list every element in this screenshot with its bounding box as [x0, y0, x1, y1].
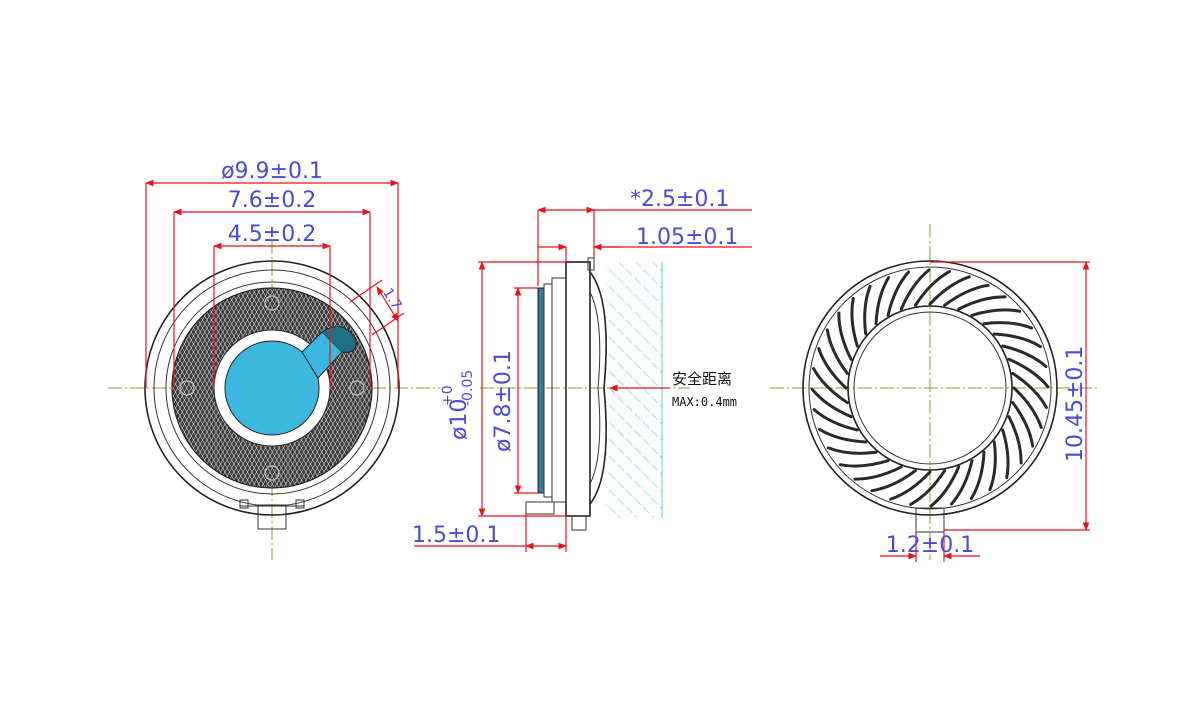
side-frame: [565, 261, 591, 517]
back-vane: [886, 270, 910, 317]
back-vane: [870, 469, 917, 493]
back-vane: [810, 387, 853, 419]
back-vane: [982, 321, 1034, 330]
svg-text:+0: +0: [440, 385, 456, 406]
back-vane: [969, 450, 986, 500]
back-vanes: [810, 268, 1050, 508]
front-terminal: [257, 504, 287, 530]
back-vane: [1011, 401, 1035, 448]
back-vane: [950, 459, 974, 506]
back-vane: [928, 275, 971, 306]
back-vane: [992, 332, 1042, 349]
back-vane: [838, 459, 890, 468]
back-vane: [957, 295, 1007, 311]
back-vane: [826, 446, 878, 455]
side-safety-max: MAX:0.4mm: [672, 395, 737, 409]
front-width-label: 7.6±0.2: [228, 188, 316, 213]
back-vane: [853, 465, 903, 481]
back-vane: [970, 308, 1022, 317]
back-vane: [818, 427, 868, 444]
front-outer-ring: [144, 260, 400, 516]
back-vane: [812, 367, 849, 405]
back-overall-height-label: 10.45±0.1: [1063, 346, 1088, 462]
back-vane: [1011, 371, 1048, 409]
side-terminal-offset-label: 1.5±0.1: [412, 523, 500, 548]
front-outer-diameter-label: ø9.9±0.1: [221, 159, 323, 184]
back-vane: [817, 347, 848, 390]
back-vane: [889, 470, 932, 501]
back-vane: [943, 283, 990, 307]
front-dimensions: [145, 179, 405, 388]
front-view: ø9.9±0.1 7.6±0.2 4.5±0.2 1.7: [108, 159, 440, 560]
front-diaphragm: [224, 340, 320, 436]
svg-text:-0.05: -0.05: [460, 370, 476, 406]
side-inner-height-label: ø7.8±0.1: [491, 350, 516, 452]
front-vent-holes: [179, 295, 365, 481]
side-safety-label: 安全距离: [672, 370, 732, 388]
back-vane: [1001, 344, 1048, 368]
back-vane: [874, 276, 891, 326]
back-terminal: [915, 507, 945, 533]
side-terminal: [571, 515, 587, 531]
side-total-depth-label: *2.5±0.1: [630, 187, 729, 212]
front-tab-width-label: 1.7: [379, 285, 404, 312]
svg-text:ø10: ø10: [447, 399, 472, 440]
back-vane: [909, 469, 947, 506]
side-hatch-wall: [606, 262, 662, 518]
back-vane: [913, 270, 951, 307]
back-terminal-width-label: 1.2±0.1: [886, 533, 974, 558]
back-vane: [1001, 428, 1010, 480]
side-view: 安全距离 MAX:0.4mm *2.5±0.1 1.05±0.1: [412, 187, 752, 552]
back-view: 10.45±0.1 1.2±0.1: [770, 224, 1100, 562]
front-inner-diameter-label: 4.5±0.2: [228, 222, 316, 247]
back-vane: [899, 268, 931, 311]
back-vane: [850, 296, 859, 348]
front-third-ring: [165, 281, 379, 495]
back-inner-ring: [847, 305, 1013, 471]
back-vane: [1012, 386, 1043, 429]
back-vane: [1007, 415, 1023, 465]
back-dimensions: [880, 261, 1090, 562]
back-vane: [863, 284, 872, 336]
side-dimensions: [414, 206, 752, 552]
side-height-label: ø10 +0 -0.05: [440, 370, 476, 440]
back-vane: [837, 311, 853, 361]
side-dome: [589, 271, 607, 505]
back-vane: [825, 328, 849, 375]
back-vane: [988, 440, 997, 492]
back-vane: [929, 465, 961, 508]
back-outer-ring: [802, 260, 1058, 516]
back-vane: [1007, 357, 1050, 389]
side-frame-depth-label: 1.05±0.1: [636, 225, 738, 250]
back-vane: [812, 408, 859, 432]
